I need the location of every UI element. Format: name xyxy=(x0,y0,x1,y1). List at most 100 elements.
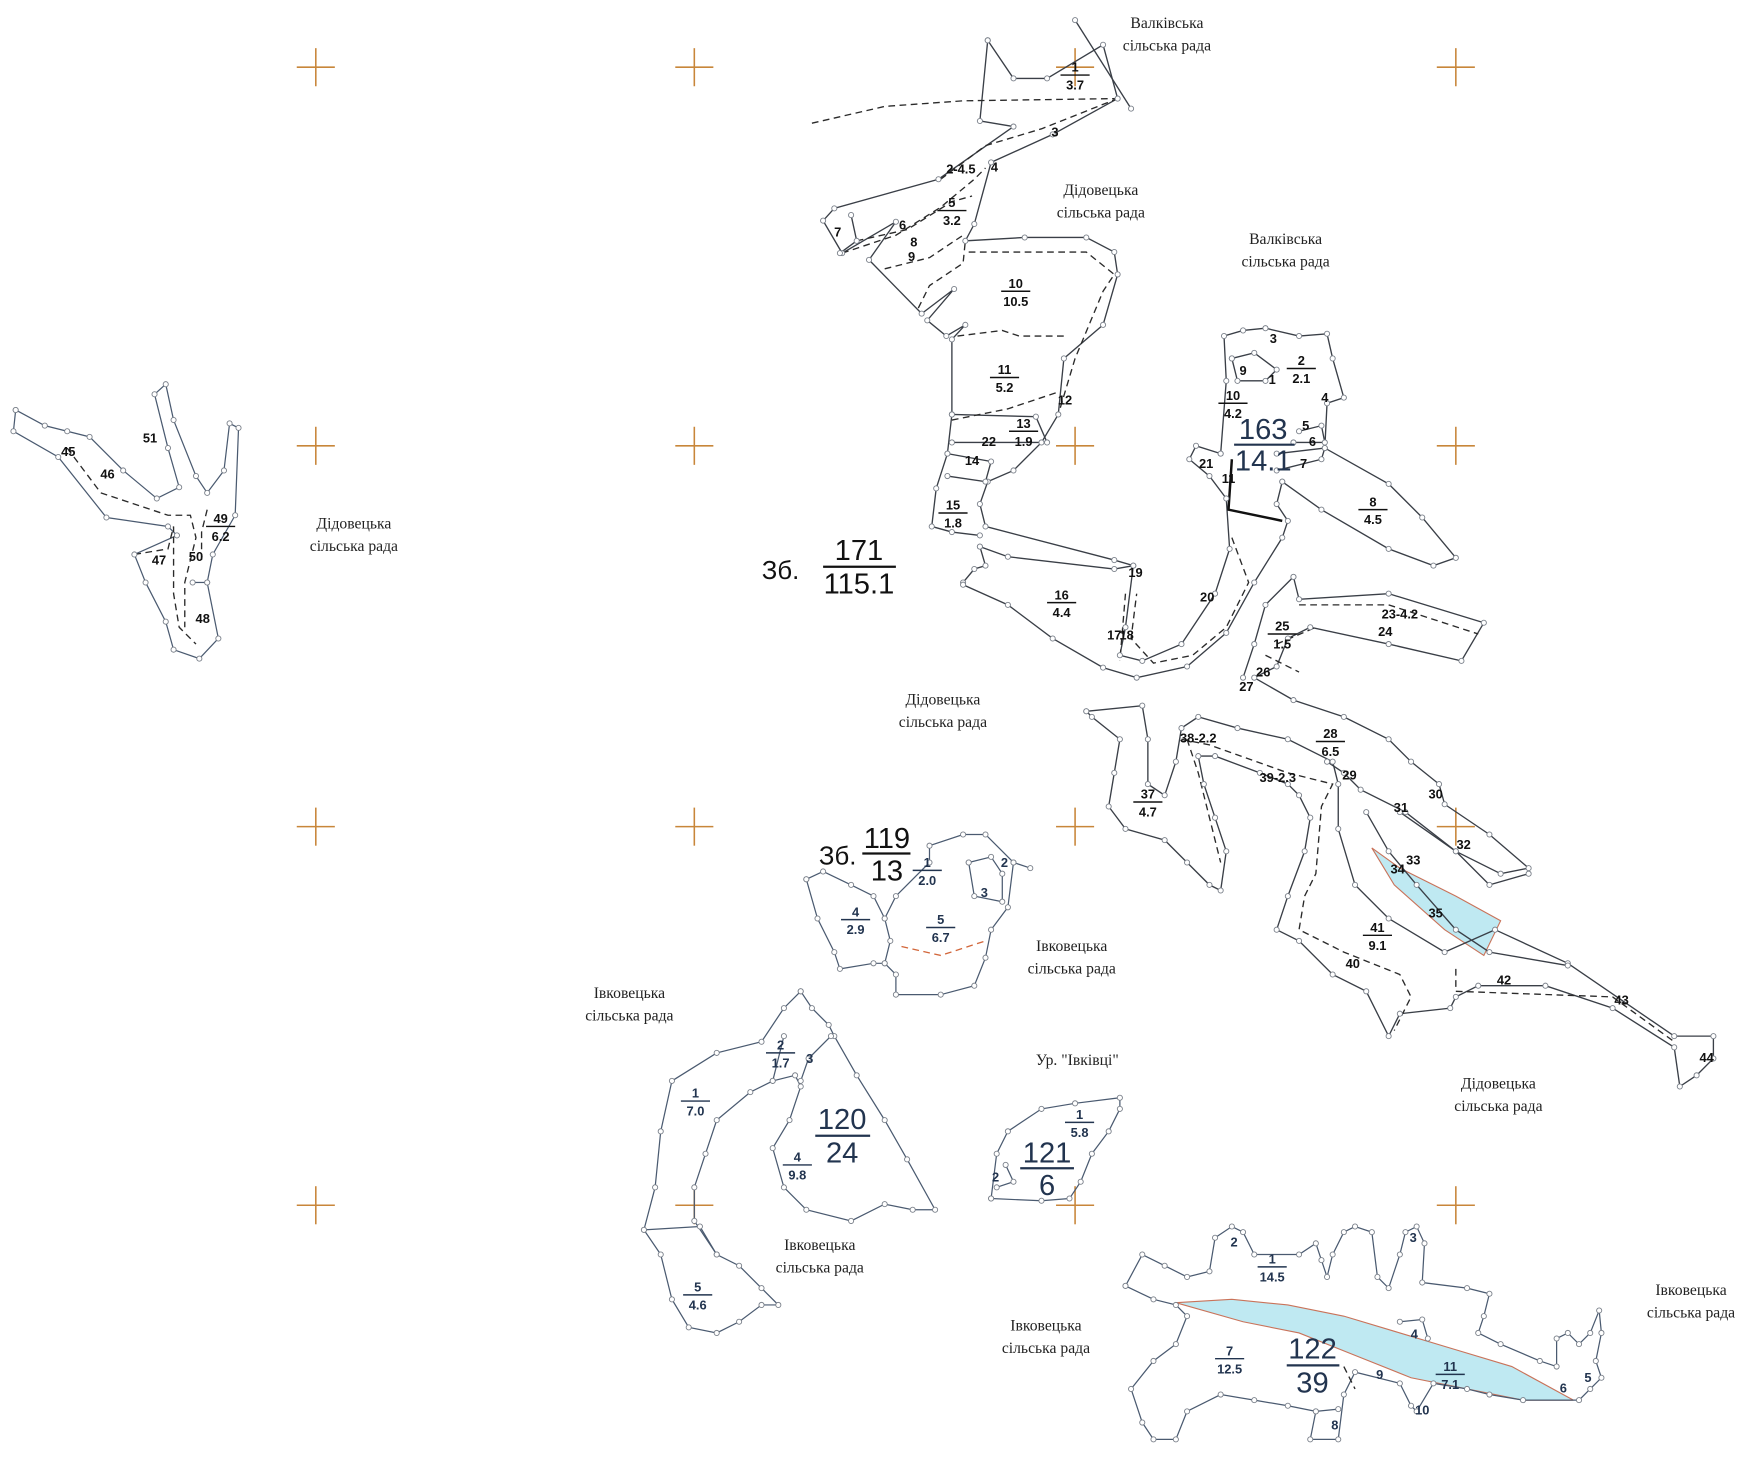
parcel-boundary xyxy=(643,1225,718,1255)
vertex-marker xyxy=(926,859,933,866)
council-type: сільська рада xyxy=(1028,960,1116,977)
parcel-number: 10 xyxy=(1009,276,1023,291)
vertex-marker xyxy=(1144,736,1151,743)
block-area: 14.1 xyxy=(1235,445,1292,477)
parcel-number: 6 xyxy=(1309,434,1316,449)
vertex-marker xyxy=(1424,1335,1431,1342)
parcel-boundary xyxy=(1242,576,1294,678)
parcel-label: 4 xyxy=(1411,1327,1419,1342)
vertex-marker xyxy=(1178,725,1185,732)
vertex-marker xyxy=(1200,781,1207,788)
vertex-marker xyxy=(1055,411,1062,418)
vertex-marker xyxy=(937,991,944,998)
vertex-marker xyxy=(1396,1318,1403,1325)
vertex-marker xyxy=(971,982,978,989)
parcel-label: 53.2 xyxy=(937,195,967,228)
vertex-marker xyxy=(1114,95,1121,102)
vertex-marker xyxy=(226,420,233,427)
vertex-marker xyxy=(1262,377,1269,384)
vertex-marker xyxy=(1413,1408,1420,1415)
vertex-marker xyxy=(1161,837,1168,844)
vertex-marker xyxy=(1251,579,1258,586)
vertex-marker xyxy=(164,445,172,452)
parcel-label: 251.5 xyxy=(1267,619,1297,652)
parcel-area: 4.2 xyxy=(1224,406,1242,421)
vertex-marker xyxy=(1226,545,1233,552)
vertex-marker xyxy=(1111,769,1118,776)
vertex-marker xyxy=(1385,1285,1392,1292)
parcel-number: 1 xyxy=(1076,1107,1083,1122)
parcel-label: 3 xyxy=(1410,1230,1417,1245)
vertex-marker xyxy=(982,954,989,961)
vertex-marker xyxy=(797,1077,804,1084)
vertex-marker xyxy=(976,543,983,550)
parcel-number: 23-4.2 xyxy=(1382,606,1418,621)
internal-boundary xyxy=(66,447,197,628)
parcel-area: 1.9 xyxy=(1015,434,1033,449)
parcel-label: 21.7 xyxy=(765,1038,796,1070)
parcel-area: 4.4 xyxy=(1053,605,1072,620)
parcel-label: 9 xyxy=(908,249,915,264)
vertex-marker xyxy=(1116,652,1123,659)
internal-boundary xyxy=(917,240,966,309)
parcel-boundary xyxy=(1276,447,1326,472)
vertex-marker xyxy=(976,532,983,539)
vertex-marker xyxy=(1710,1033,1717,1040)
vertex-marker xyxy=(1223,377,1230,384)
vertex-marker xyxy=(758,1285,765,1292)
parcel-label: 39-2.3 xyxy=(1260,770,1296,785)
vertex-marker xyxy=(1413,881,1420,888)
parcel-label: 42.9 xyxy=(841,904,871,937)
vertex-marker xyxy=(1575,1397,1583,1404)
vertex-marker xyxy=(962,237,969,244)
vertex-marker xyxy=(1206,881,1213,888)
parcel-label: 419.1 xyxy=(1362,920,1393,953)
parcel-label: 11 xyxy=(1222,471,1236,486)
vertex-marker xyxy=(657,1251,664,1258)
vertex-marker xyxy=(1049,635,1056,642)
vertex-marker xyxy=(1340,1229,1347,1236)
vertex-marker xyxy=(1340,769,1347,776)
council-type: сільська рада xyxy=(899,714,987,731)
vertex-marker xyxy=(918,310,925,317)
vertex-marker xyxy=(1060,355,1067,362)
grid-cross-icon xyxy=(675,48,714,87)
vertex-marker xyxy=(797,1083,804,1090)
vertex-marker xyxy=(713,1049,720,1056)
vertex-marker xyxy=(153,495,160,502)
vertex-marker xyxy=(769,1077,776,1084)
vertex-marker xyxy=(1385,736,1392,743)
council-type: сільська рада xyxy=(1002,1340,1090,1357)
vertex-marker xyxy=(1284,893,1291,900)
parcel-boundary xyxy=(1315,1408,1339,1412)
parcel-number: 38-2.2 xyxy=(1180,731,1216,746)
parcel-label: 22 xyxy=(982,434,996,449)
vertex-marker xyxy=(1240,327,1247,334)
internal-boundary xyxy=(940,97,1118,180)
parcel-label: 151.8 xyxy=(938,498,968,531)
vertex-marker xyxy=(928,523,935,530)
council-name: Івковецька xyxy=(1010,1318,1081,1335)
grid-crosses xyxy=(296,48,1475,1225)
block-number: 122 xyxy=(1288,1334,1337,1366)
vertex-marker xyxy=(1273,467,1280,474)
parcel-number: 11 xyxy=(1443,1359,1457,1374)
vertex-marker xyxy=(982,523,989,530)
vertex-marker xyxy=(1564,1329,1571,1336)
vertex-marker xyxy=(1122,624,1129,631)
vertex-marker xyxy=(1172,1301,1179,1308)
vertex-marker xyxy=(848,1217,855,1224)
vertex-marker xyxy=(170,417,177,424)
vertex-marker xyxy=(103,514,110,521)
internal-boundary xyxy=(1299,604,1479,635)
council-name: Дідовецька xyxy=(1461,1076,1536,1093)
internal-boundary xyxy=(1265,654,1300,673)
parcel-label: 10 xyxy=(1415,1403,1429,1418)
vertex-marker xyxy=(1100,321,1107,328)
parcel-number: 7 xyxy=(834,224,841,239)
vertex-marker xyxy=(881,1117,888,1124)
vertex-marker xyxy=(691,1184,698,1191)
council-type: сільська рада xyxy=(1647,1304,1735,1321)
